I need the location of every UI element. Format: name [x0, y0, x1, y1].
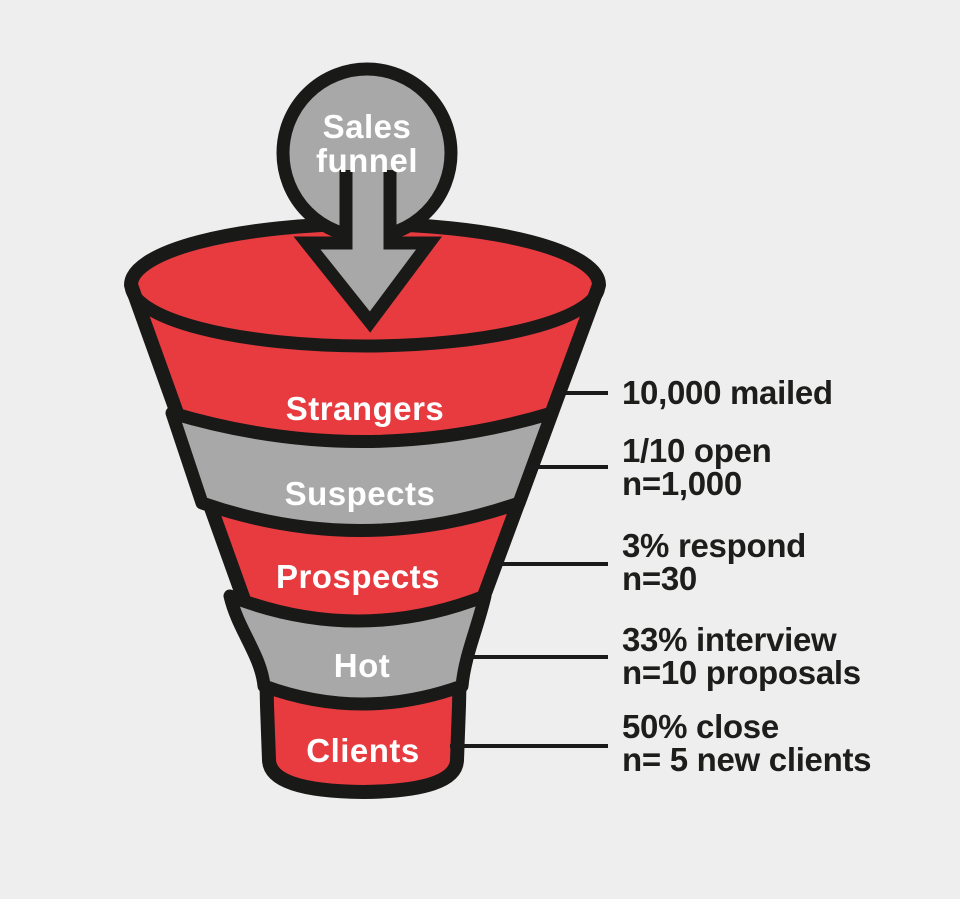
annotation-clients-line1: 50% close — [622, 708, 779, 745]
stage-label-prospects: Prospects — [276, 558, 440, 595]
annotation-prospects-line1: 3% respond — [622, 527, 806, 564]
stage-label-clients: Clients — [306, 732, 420, 769]
annotation-suspects-line1: 1/10 open — [622, 432, 772, 469]
stage-label-hot: Hot — [334, 647, 390, 684]
annotation-prospects: 3% respond n=30 — [622, 527, 806, 597]
down-arrow-icon — [293, 170, 442, 333]
stage-label-suspects: Suspects — [285, 475, 436, 512]
annotation-strangers-line1: 10,000 mailed — [622, 374, 833, 411]
annotation-hot-line2: n=10 proposals — [622, 654, 861, 691]
annotation-suspects: 1/10 open n=1,000 — [622, 432, 772, 502]
funnel-title-line1: Sales — [323, 108, 412, 145]
annotation-hot: 33% interview n=10 proposals — [622, 621, 861, 691]
annotation-prospects-line2: n=30 — [622, 560, 697, 597]
annotation-clients-line2: n= 5 new clients — [622, 741, 871, 778]
annotation-clients: 50% close n= 5 new clients — [622, 708, 872, 778]
band-hot — [223, 589, 492, 711]
band-suspects — [165, 406, 559, 537]
annotation-hot-line1: 33% interview — [622, 621, 837, 658]
annotation-suspects-line2: n=1,000 — [622, 465, 742, 502]
funnel-top-rim — [124, 278, 606, 353]
annotation-strangers: 10,000 mailed — [622, 374, 833, 411]
stage-label-strangers: Strangers — [286, 390, 445, 427]
funnel-title-line2: funnel — [316, 142, 418, 179]
